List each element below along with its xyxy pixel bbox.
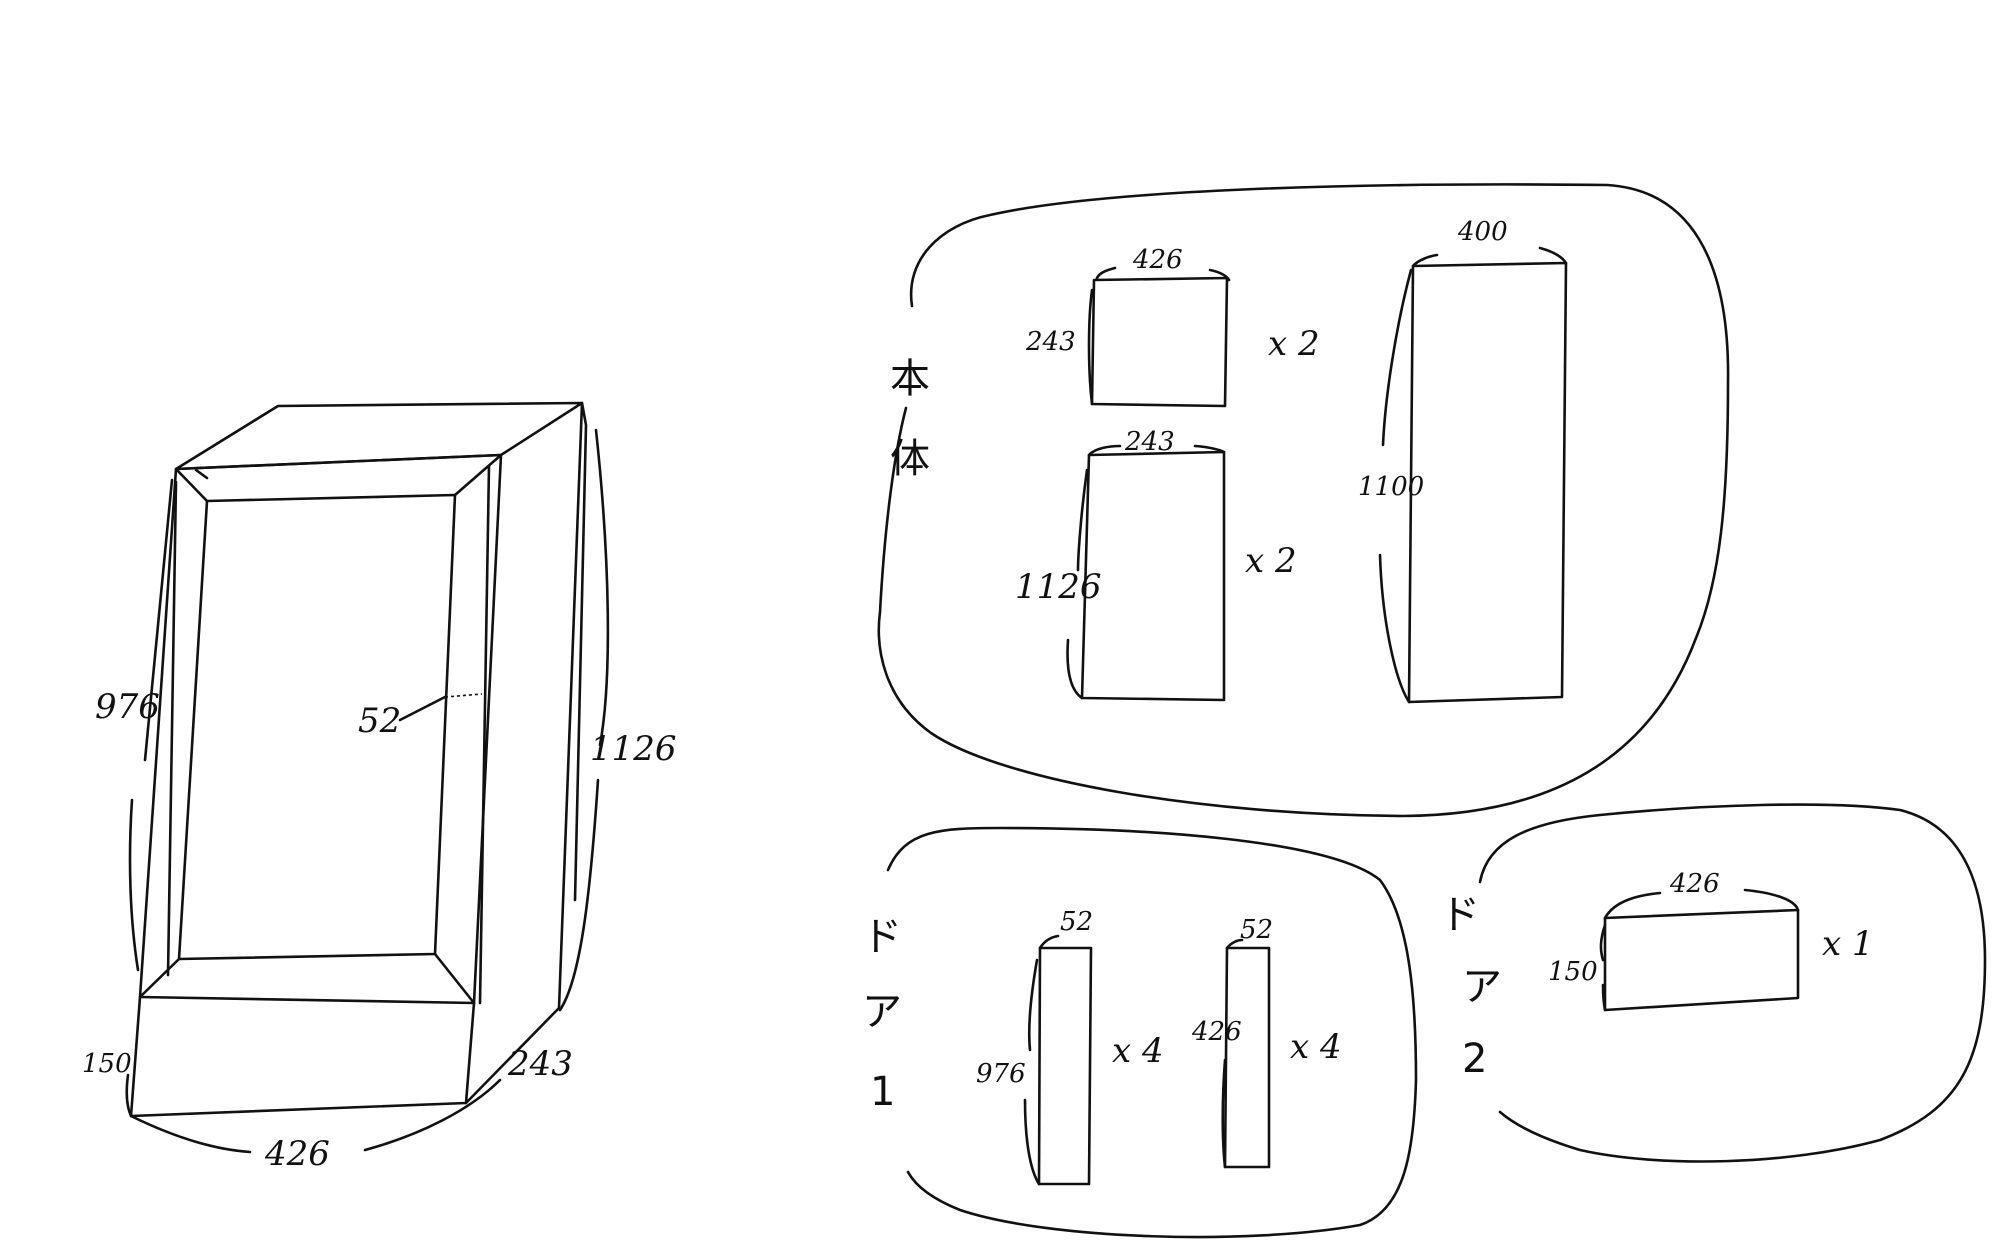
group-label-char: 1 (870, 1069, 895, 1115)
part-qty: x 4 (1112, 1031, 1164, 1071)
group-label-char: ド (862, 914, 902, 960)
part-height: 243 (1025, 327, 1076, 357)
group-label-char: ド (1440, 892, 1480, 938)
group-label-char: 2 (1462, 1036, 1487, 1082)
group-label-char: 本 (890, 356, 930, 402)
part-width: 426 (1669, 869, 1720, 899)
dim-150: 150 (82, 1049, 132, 1079)
part-width: 52 (1240, 915, 1273, 945)
dimension-arcs (125, 428, 610, 1154)
part-qty: x 2 (1268, 324, 1320, 364)
part-rect (1223, 946, 1271, 1169)
part-height: 1100 (1358, 472, 1424, 502)
part-height: 1126 (1015, 567, 1102, 607)
door2-parts-group: ド ア 2 426 150 x 1 (1440, 803, 1987, 1163)
group-label-char: 体 (890, 436, 930, 482)
dim-243: 243 (507, 1044, 573, 1084)
dimension-arcs (1087, 266, 1231, 406)
part-qty: x 1 (1822, 924, 1874, 964)
assembled-cabinet: 976 52 1126 150 243 426 (82, 401, 677, 1174)
part-qty: x 2 (1245, 541, 1297, 581)
group-outline (886, 826, 1418, 1239)
part-rect (1090, 276, 1229, 408)
part-rect (1037, 946, 1093, 1186)
group-label-char: ア (1462, 964, 1502, 1010)
leader-52 (398, 695, 447, 722)
base-front (129, 995, 476, 1118)
dim-426: 426 (264, 1134, 330, 1174)
part-rect (1080, 450, 1226, 702)
dim-1126: 1126 (590, 729, 677, 769)
part-width: 52 (1060, 907, 1093, 937)
part-width: 400 (1457, 217, 1508, 247)
group-outline (1478, 803, 1987, 1163)
body-parts-group: 本 体 426 243 x 2 243 1126 x 2 400 1100 (877, 183, 1730, 818)
part-rect (1407, 261, 1568, 704)
part-width: 426 (1132, 245, 1183, 275)
dimension-arcs (1023, 934, 1060, 1186)
dim-52: 52 (358, 701, 401, 741)
part-height: 150 (1548, 957, 1598, 987)
dim-976: 976 (95, 687, 160, 727)
dimension-arcs (1066, 444, 1226, 700)
dimension-arcs (1378, 246, 1568, 704)
part-height: 426 (1191, 1017, 1242, 1047)
door1-parts-group: ド ア 1 52 976 x 4 52 426 x 4 (862, 826, 1418, 1239)
leader-52-dots (444, 693, 483, 698)
part-rect (1603, 908, 1800, 1012)
part-width: 243 (1124, 427, 1175, 457)
dimension-arcs (1221, 938, 1244, 1169)
inner-panel (177, 493, 457, 961)
part-height: 976 (976, 1059, 1026, 1089)
group-outline (877, 183, 1730, 818)
dimension-arcs (1599, 888, 1800, 1012)
group-label-char: ア (862, 989, 902, 1035)
side-face (464, 401, 588, 1105)
part-qty: x 4 (1290, 1027, 1342, 1067)
bevel-lines (138, 453, 503, 1005)
